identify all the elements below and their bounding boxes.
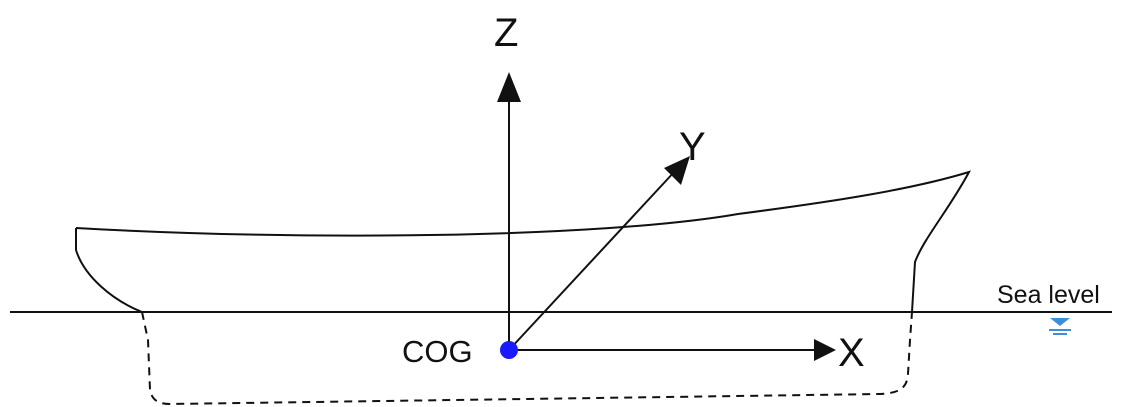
cog-point [500, 341, 518, 359]
z-axis-label: Z [494, 11, 518, 55]
z-axis-arrowhead [497, 72, 521, 102]
water-level-icon [1049, 318, 1071, 335]
y-axis-label: Y [679, 125, 706, 169]
x-axis-label: X [838, 331, 865, 375]
cog-label: COG [402, 334, 473, 369]
underwater-hull-outline [141, 311, 913, 406]
y-axis-line [508, 169, 677, 351]
y-axis-arrowhead [664, 156, 690, 185]
ship-hull-outline [75, 170, 972, 313]
x-axis-arrowhead [814, 339, 836, 361]
sea-level-label: Sea level [997, 281, 1100, 309]
